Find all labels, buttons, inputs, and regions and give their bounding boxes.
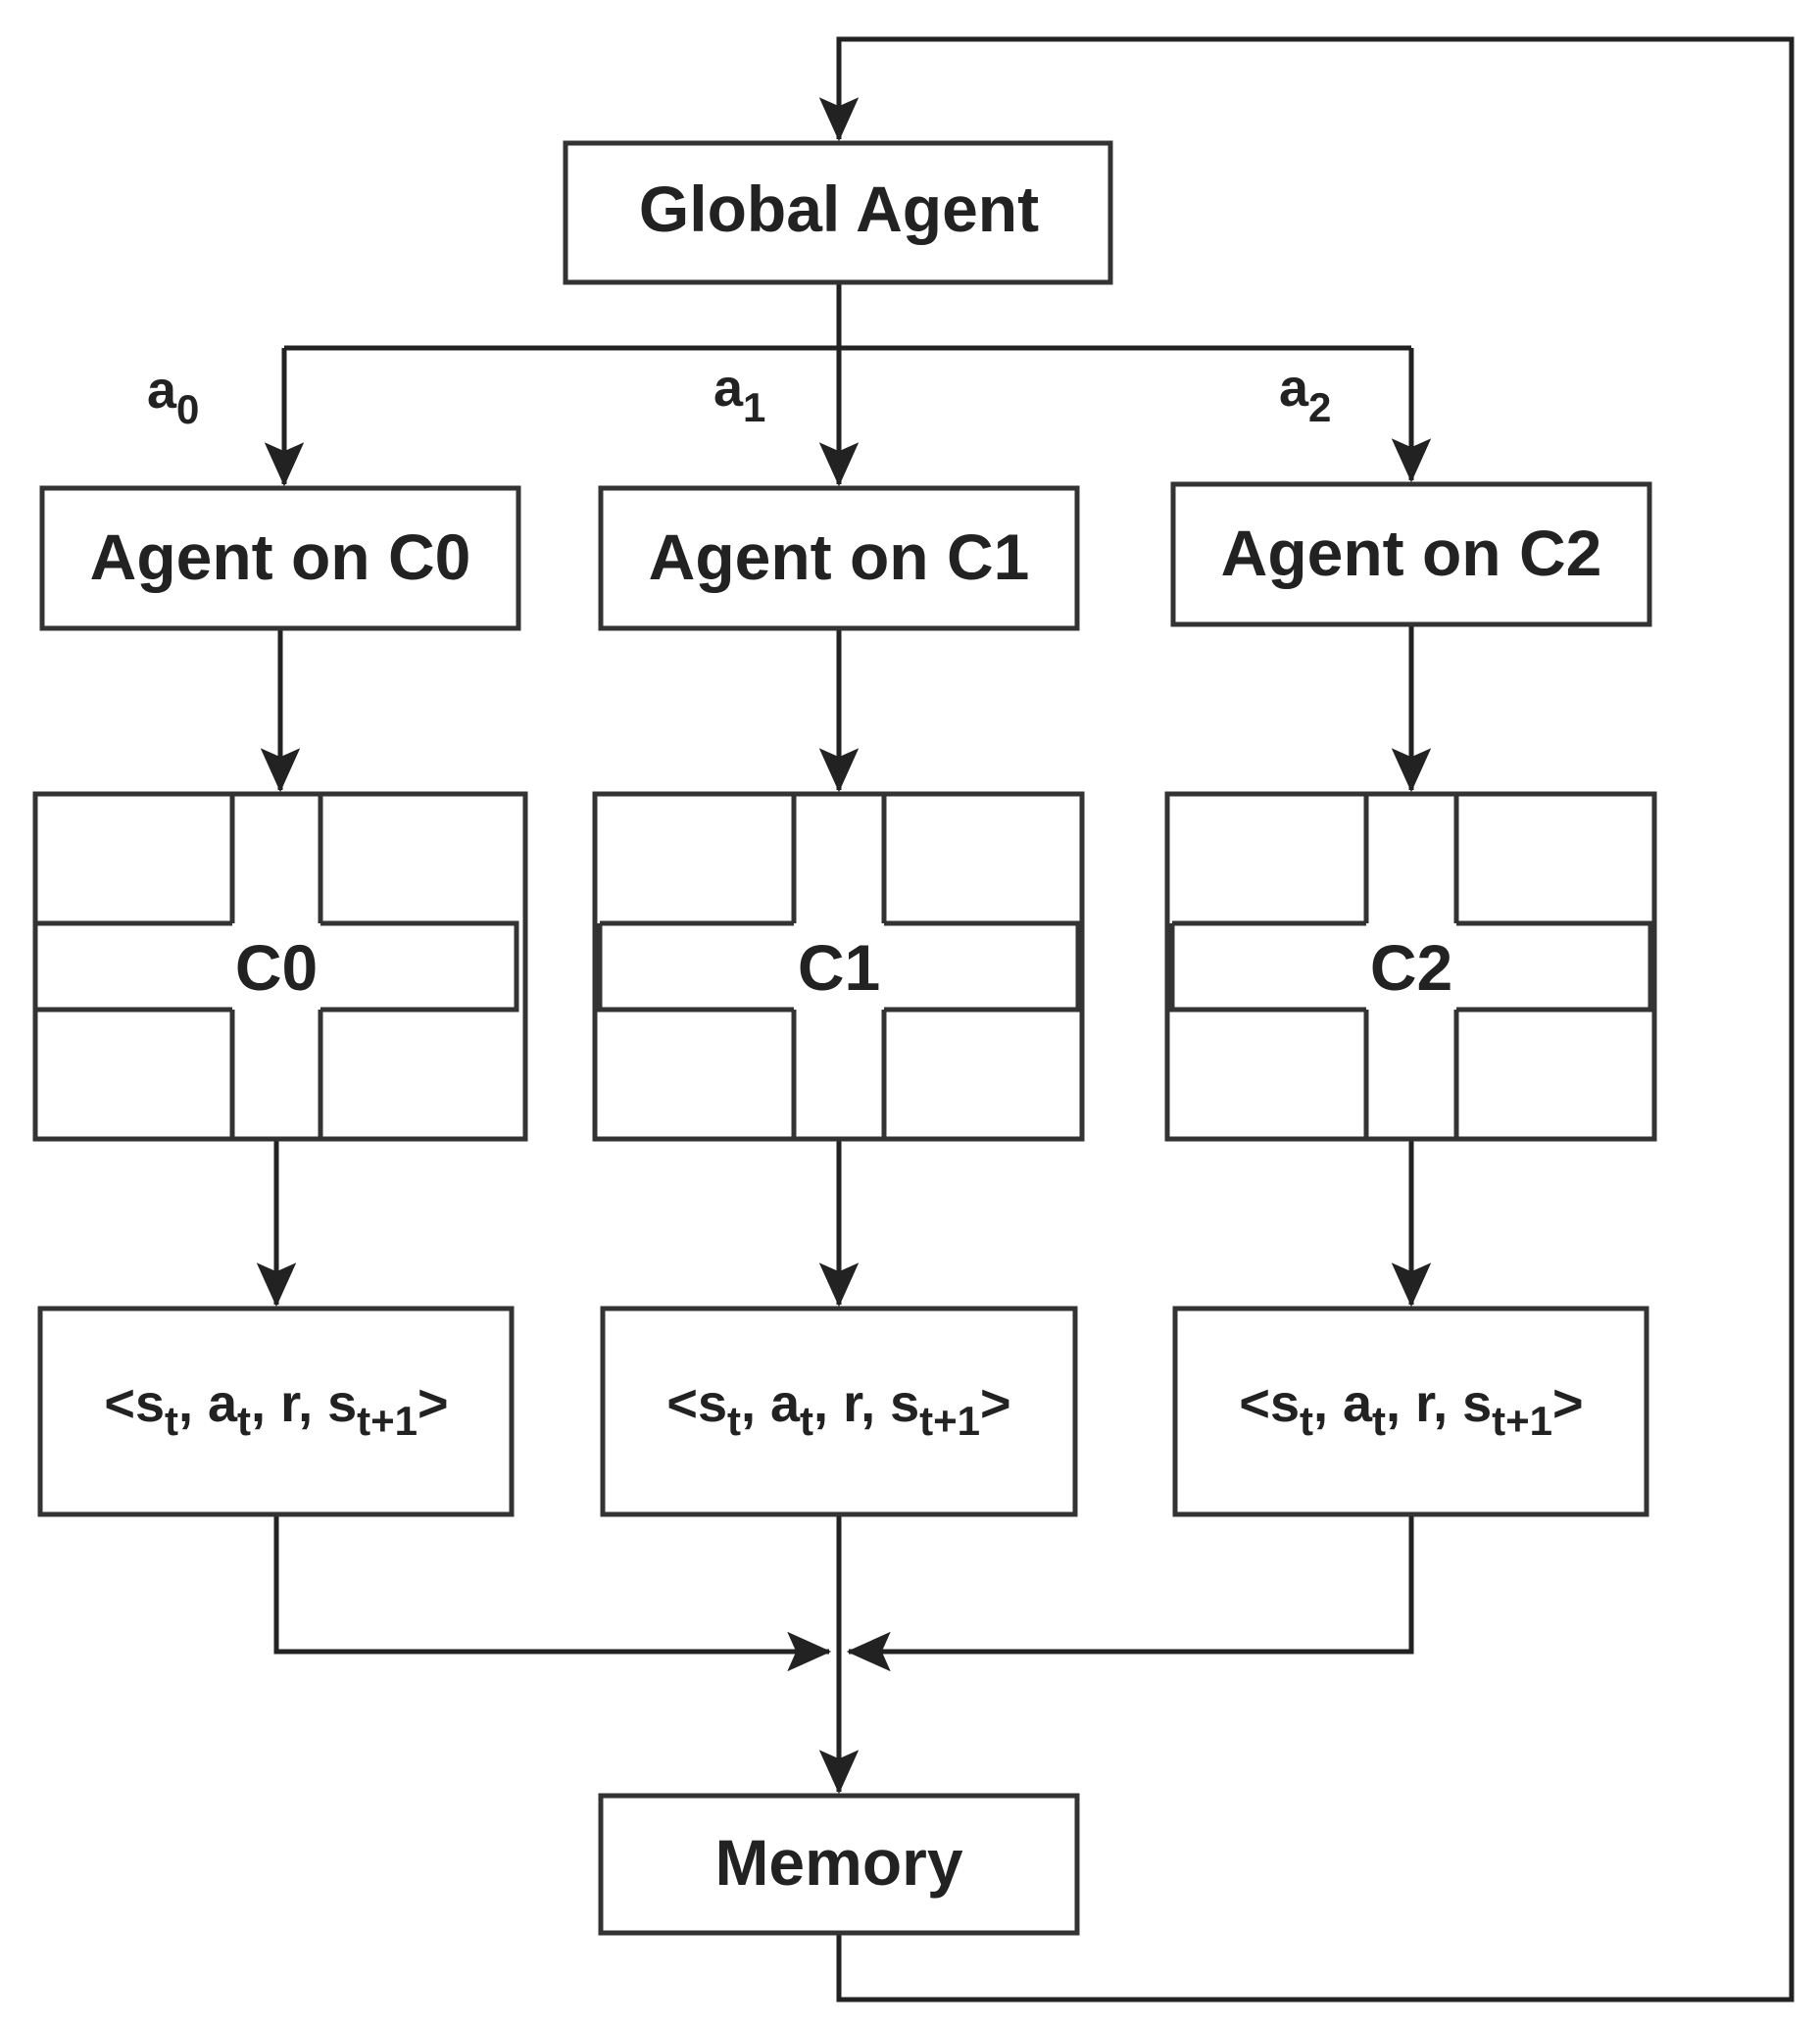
transition-c1-node: <st, at, r, st+1> <box>600 1306 1078 1517</box>
intersection-c1-horizontal-road <box>597 920 1081 1013</box>
action-labels: a0 a1 a2 <box>147 359 1331 432</box>
transition-c0-box <box>37 1306 515 1517</box>
action-label-a0: a0 <box>147 361 199 432</box>
agent-c2-box <box>1170 481 1652 627</box>
intersection-c2: C2 <box>1164 791 1657 1142</box>
transition-c0-node: <st, at, r, st+1> <box>37 1306 515 1517</box>
intersection-c2-frame <box>1164 791 1657 1142</box>
edges <box>256 36 1795 2002</box>
edge-tuple-c0-to-merge <box>273 1514 832 1672</box>
agent-c0-box <box>39 485 521 631</box>
memory-box <box>598 1793 1080 1936</box>
transition-c1-label: <st, at, r, st+1> <box>666 1374 1010 1444</box>
transition-c0-label: <st, at, r, st+1> <box>104 1374 448 1444</box>
intersection-c1: C1 <box>592 791 1085 1142</box>
action-label-a1-sub: 1 <box>743 384 765 430</box>
agent-c2-node: Agent on C2 <box>1170 481 1652 627</box>
action-label-a2-base: a <box>1279 359 1309 418</box>
intersection-c0-label: C0 <box>235 931 318 1004</box>
intersection-c0-frame <box>32 791 528 1142</box>
intersection-c0-horizontal-road <box>35 920 519 1013</box>
agent-c1-label: Agent on C1 <box>649 520 1030 593</box>
intersection-c2-horizontal-road <box>1169 920 1653 1013</box>
action-label-a1: a1 <box>713 359 765 430</box>
agent-c0-label: Agent on C0 <box>90 520 471 593</box>
intersection-c1-vertical-road <box>791 794 887 1139</box>
edge-tuple-c2-to-merge <box>846 1514 1414 1672</box>
agent-c1-box <box>598 485 1080 631</box>
transition-c2-label: <st, at, r, st+1> <box>1239 1374 1583 1444</box>
action-label-a0-base: a <box>147 361 177 420</box>
transition-c2-box <box>1172 1306 1649 1517</box>
agent-c0-node: Agent on C0 <box>39 485 521 631</box>
global-agent-box <box>563 140 1113 285</box>
intersection-c1-frame <box>592 791 1085 1142</box>
global-agent-node: Global Agent <box>563 140 1113 285</box>
intersection-c2-vertical-road <box>1363 794 1459 1139</box>
intersection-c0: C0 <box>32 791 528 1142</box>
transition-c1-box <box>600 1306 1078 1517</box>
agent-c2-label: Agent on C2 <box>1221 517 1602 589</box>
global-agent-label: Global Agent <box>639 173 1039 245</box>
memory-label: Memory <box>714 1826 962 1899</box>
edge-memory-feedback-loop <box>818 36 1795 2002</box>
action-label-a2-sub: 2 <box>1308 384 1331 430</box>
action-label-a1-base: a <box>713 359 744 418</box>
agent-c1-node: Agent on C1 <box>598 485 1080 631</box>
action-label-a2: a2 <box>1279 359 1331 430</box>
action-label-a0-sub: 0 <box>176 386 199 432</box>
intersection-c0-vertical-road <box>229 794 323 1139</box>
memory-node: Memory <box>598 1793 1080 1936</box>
intersection-c2-label: C2 <box>1370 931 1452 1004</box>
transition-c2-node: <st, at, r, st+1> <box>1172 1306 1649 1517</box>
intersection-c1-label: C1 <box>798 931 880 1004</box>
